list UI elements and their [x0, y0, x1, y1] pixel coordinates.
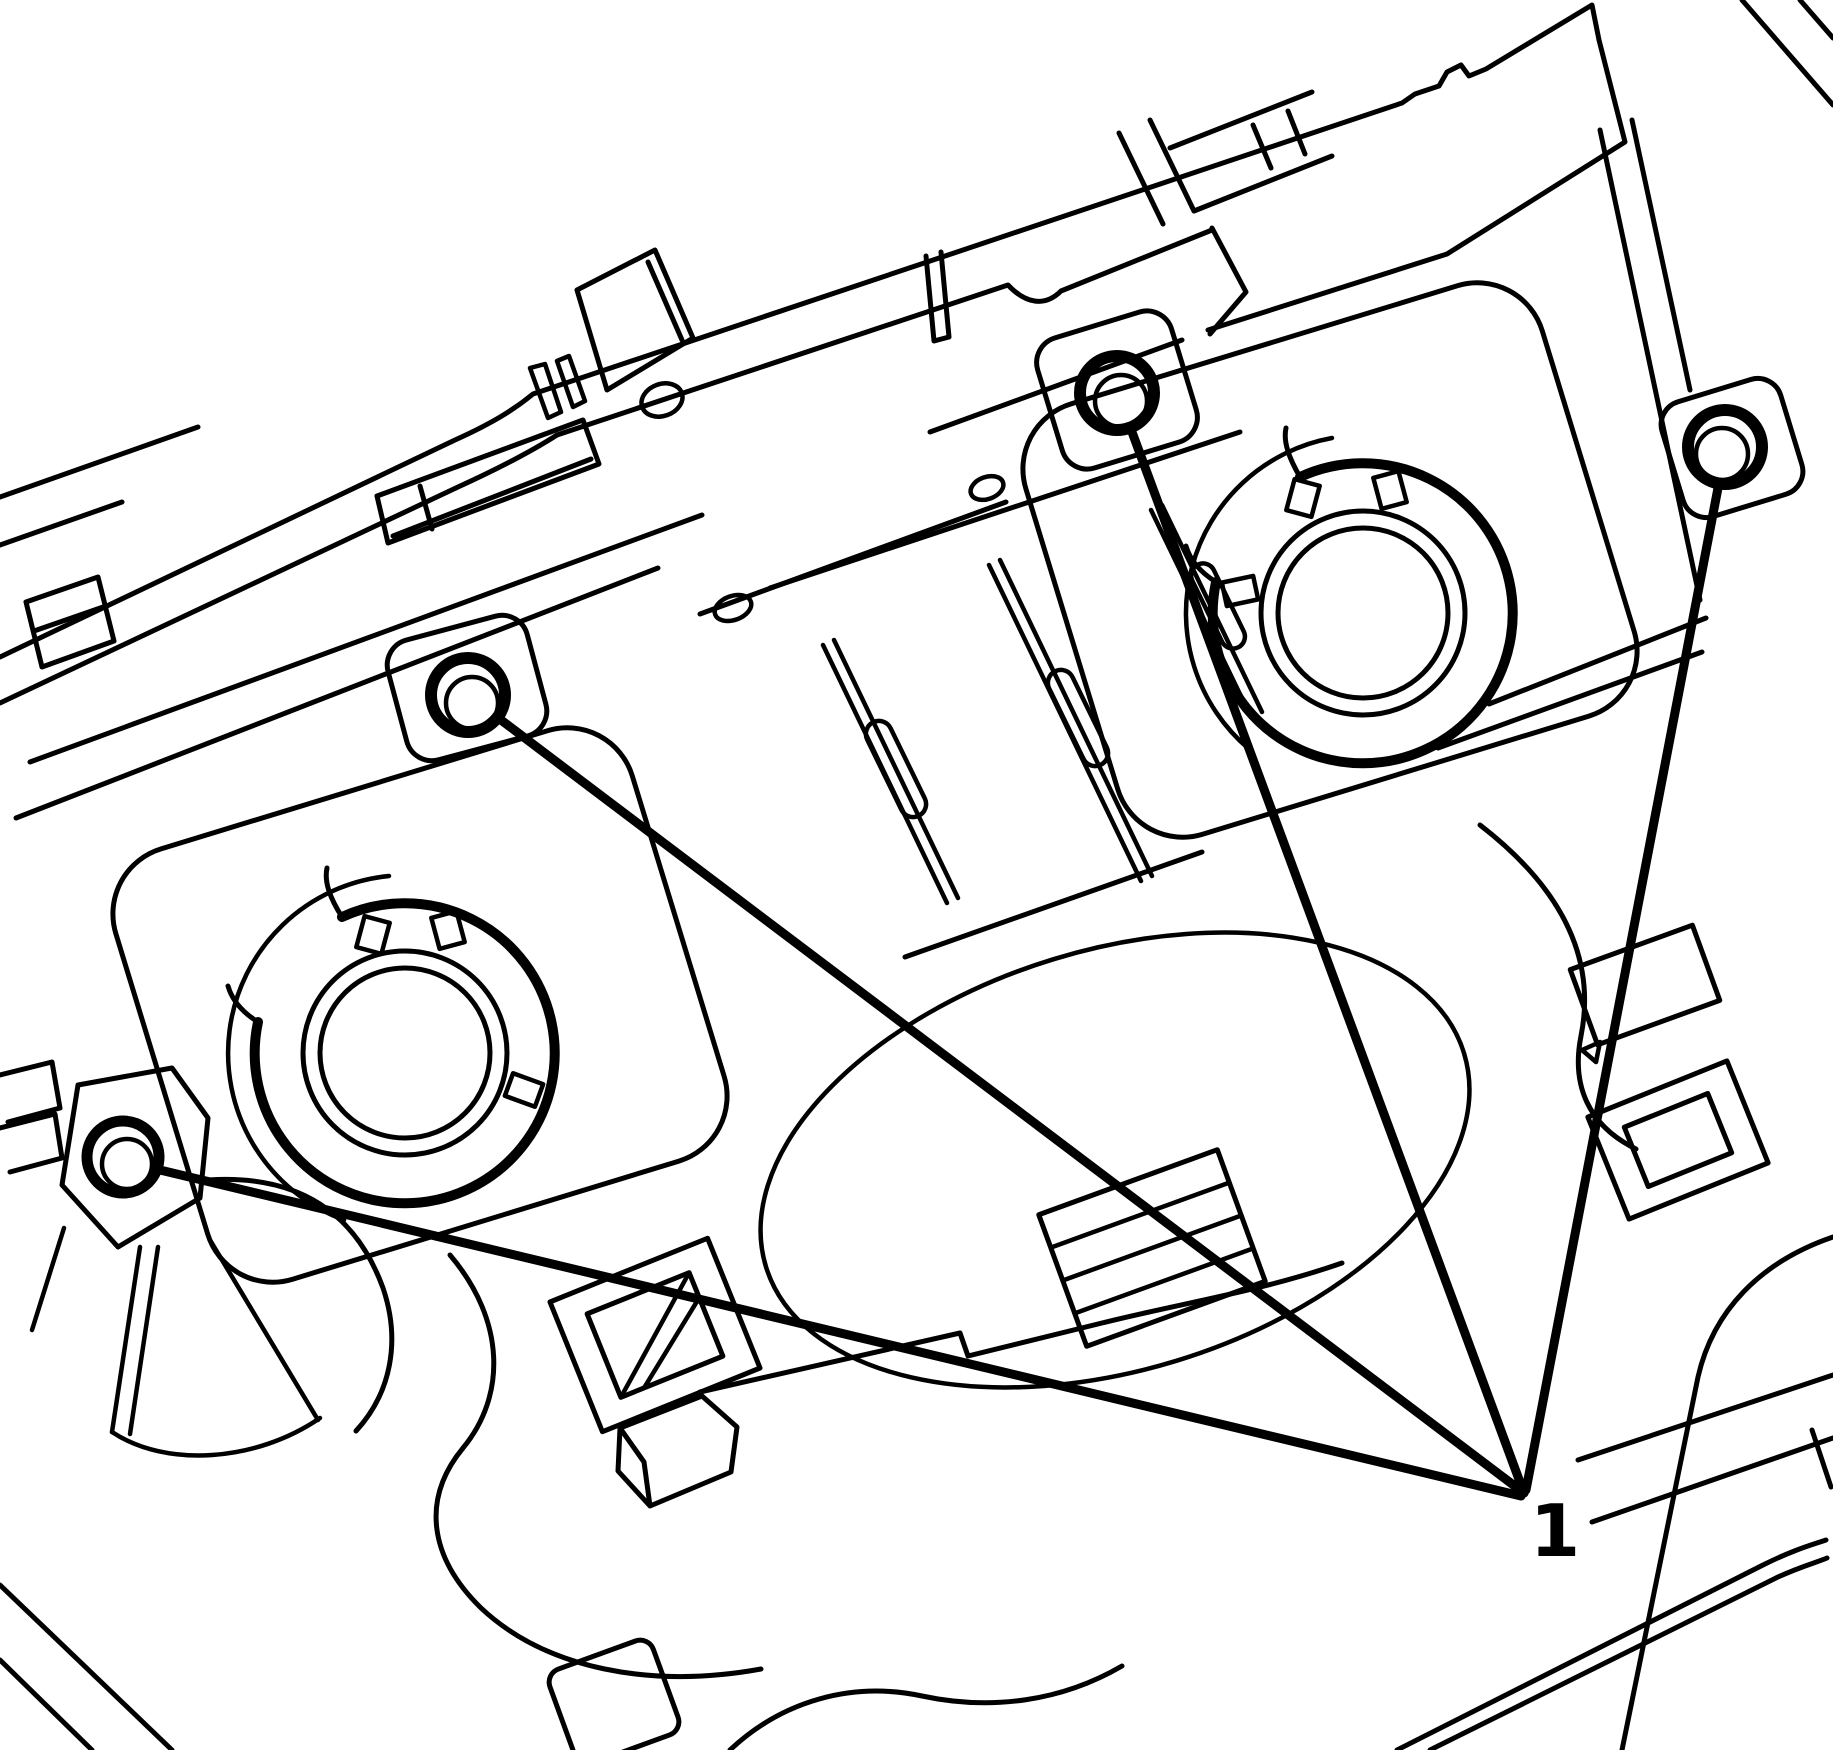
lock-ring-hooks — [225, 865, 345, 1025]
right-rails — [1575, 1372, 1833, 1525]
tab-notches — [527, 353, 588, 421]
rib-boss — [1045, 667, 1111, 769]
bolt-grommet-ring — [81, 1115, 165, 1199]
bolt-markers — [81, 308, 1806, 1199]
module-rail-3 — [27, 337, 1185, 765]
connector-block — [1036, 1147, 1268, 1349]
gasket-curve — [433, 1252, 764, 1679]
mounting-tab — [574, 247, 696, 393]
oval-hole-2 — [712, 592, 754, 624]
bolt-top-right — [1658, 375, 1806, 521]
bolt-pad — [384, 612, 550, 764]
bore-inner-ring — [300, 948, 510, 1158]
bolt-grommet-ring — [1682, 404, 1768, 490]
bolt-grommet-ring — [1074, 350, 1160, 436]
casting-web-arc — [109, 1415, 323, 1458]
top-right-corner-lines — [1739, 0, 1833, 108]
bolt-top-center — [1034, 308, 1200, 472]
leader-lines — [155, 427, 1723, 1501]
right-housing — [1020, 280, 1640, 840]
bolt-grommet-inner — [443, 674, 501, 732]
module-body — [0, 0, 1833, 960]
oval-hole-1 — [639, 381, 685, 419]
bottom-boss-square — [546, 1637, 682, 1750]
module-window-edge — [1207, 225, 1249, 337]
pan-area — [758, 930, 1472, 1390]
pan-opening-ellipse — [758, 930, 1472, 1390]
rib-slots — [820, 502, 1265, 906]
left-housing — [110, 725, 730, 1285]
bolt-grommet-inner — [99, 1136, 155, 1192]
ring-notch — [502, 1071, 546, 1109]
bolt-tab — [59, 1065, 211, 1250]
rib-band-edges — [767, 429, 1243, 960]
background-lines-top-left — [0, 424, 201, 548]
left-solenoid-bore — [225, 865, 560, 1223]
module-rail-4 — [13, 565, 661, 821]
ring-notch — [354, 913, 392, 957]
solenoid-housings — [110, 280, 1640, 1285]
pan-flange-double-line — [1394, 1537, 1830, 1750]
rib — [820, 637, 961, 906]
casting-webs — [29, 1225, 321, 1437]
ring-notch — [1284, 476, 1322, 520]
rib — [986, 557, 1155, 884]
ring-notch — [1371, 468, 1409, 512]
boss-arc — [225, 873, 392, 1223]
left-edge-block — [23, 574, 117, 670]
stepped-boss — [615, 1393, 740, 1509]
right-square-boss — [1567, 922, 1723, 1048]
lock-ring — [249, 898, 560, 1209]
pan-edge-line — [697, 1260, 1345, 1395]
gasket-and-pan-details — [0, 822, 1833, 1750]
bore-inner-ring — [1258, 508, 1468, 718]
oval-hole-3 — [968, 473, 1006, 503]
right-lower-edge — [1619, 1234, 1833, 1750]
bore-inner-ring-2 — [317, 965, 493, 1141]
leader-line-bottom-left — [155, 1165, 1526, 1501]
bolt-bottom-left — [81, 1115, 165, 1199]
bottom-wave — [727, 1663, 1125, 1750]
rib-boss — [1188, 561, 1248, 651]
rail-divider — [1116, 117, 1197, 227]
rail-compartment — [1167, 89, 1335, 214]
right-end-edges — [1597, 117, 1703, 603]
left-rib-rail — [374, 417, 602, 546]
leader-line-center-left — [496, 715, 1529, 1498]
ring-notch — [429, 908, 467, 952]
rail-compartment-stubs — [1250, 108, 1308, 171]
small-pointer — [1579, 1039, 1603, 1065]
module-top-edge — [0, 2, 1628, 660]
rib-boss — [863, 718, 929, 820]
left-edge-tabs — [0, 1059, 65, 1175]
gasket-curve — [205, 1176, 395, 1434]
rail-stub-pair — [923, 249, 952, 344]
leader-line-top-center — [1127, 427, 1529, 1498]
bolt-pad — [1034, 308, 1200, 472]
leader-line-top-right — [1521, 483, 1723, 1495]
bolt-grommet-inner — [1092, 372, 1150, 430]
bolt-center-left — [384, 612, 550, 764]
bottom-left-diagonals — [0, 1582, 175, 1750]
lock-ring — [1207, 458, 1518, 769]
below-right-bore-rails — [1435, 615, 1709, 751]
module-rail-2 — [0, 227, 1215, 706]
bolt-grommet-inner — [1693, 425, 1751, 483]
right-nested-square — [1585, 1058, 1771, 1222]
bolt-grommet-ring — [425, 652, 511, 738]
bolt-pad — [1658, 375, 1806, 521]
lock-ring-hooks — [1183, 425, 1303, 585]
gasket-curve-right — [1477, 822, 1639, 1152]
callout-label-1: 1 — [1530, 1489, 1580, 1573]
bore-inner-ring-2 — [1275, 525, 1451, 701]
